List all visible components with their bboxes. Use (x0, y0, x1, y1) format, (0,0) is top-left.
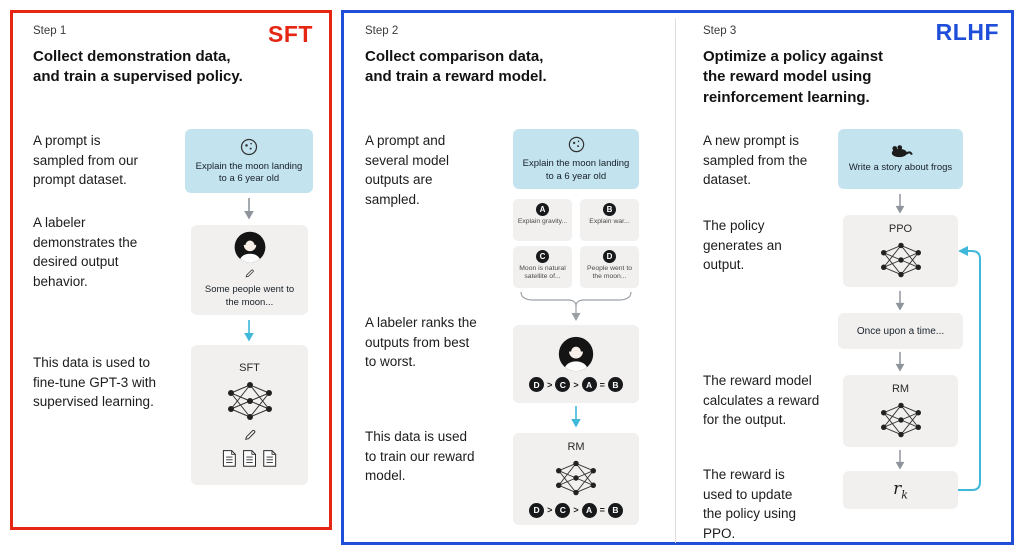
step2-title: Collect comparison data, and train a rew… (365, 48, 547, 86)
down-arrow-icon (895, 290, 905, 311)
frog-icon (891, 145, 913, 158)
reward-value: rk (893, 479, 908, 501)
neural-network-icon (227, 381, 272, 420)
step2-rm-model-box: RM D > C > A = B (513, 433, 639, 525)
step3-output-box: Once upon a time... (838, 313, 963, 349)
reward-subscript: k (901, 488, 908, 502)
rank-separator: > (573, 505, 579, 515)
neural-network-icon (556, 460, 596, 495)
merge-brace-icon (520, 291, 632, 321)
rank-letter: D (529, 502, 545, 518)
step2-step3-divider (675, 18, 676, 543)
step1-paragraph-finetune: This data is used to fine-tune GPT-3 wit… (33, 355, 157, 410)
panel-step1: Step 1 SFT Collect demonstration data, a… (10, 10, 332, 530)
step1-paragraph-labeler: A labeler demonstrates the desired outpu… (33, 215, 138, 289)
panel-steps2-3: Step 2 Collect comparison data, and trai… (341, 10, 1014, 545)
output-text: Moon is natural satellite of... (519, 265, 566, 281)
step3-paragraph-rewardcalc: The reward model calculates a reward for… (703, 373, 820, 428)
down-arrow-cyan-icon (244, 320, 254, 342)
step1-title: Collect demonstration data, and train a … (33, 48, 243, 86)
step3-paragraph-newprompt: A new prompt is sampled from the dataset… (703, 133, 808, 188)
rm-ranking: D > C > A = B (529, 502, 623, 518)
output-text: People went to the moon... (587, 265, 632, 281)
pencil-icon (245, 269, 254, 278)
step2-output-c: C Moon is natural satellite of... (513, 246, 572, 288)
step2-output-b: B Explain war... (580, 199, 639, 241)
down-arrow-icon (895, 351, 905, 372)
rank-letter: B (607, 377, 623, 392)
step3-rm-label: RM (891, 382, 910, 395)
rank-letter: A (581, 502, 597, 518)
step1-labeler-box: Some people went to the moon... (191, 225, 308, 315)
step1-model-label: SFT (239, 361, 260, 374)
rank-letter: B (607, 502, 623, 518)
documents-icon (222, 449, 276, 467)
step3-policy-label: PPO (888, 222, 913, 235)
rank-letter: C (555, 377, 571, 392)
step1-paragraph-prompt: A prompt is sampled from our prompt data… (33, 133, 139, 188)
step2-model-label: RM (567, 440, 585, 453)
rank-separator: > (547, 379, 553, 390)
rank-letter: C (555, 502, 571, 518)
output-text: Explain war... (589, 218, 630, 225)
step1-label: Step 1 (33, 25, 67, 37)
step3-rm-model-box: RM (843, 375, 958, 447)
step3-title: Optimize a policy against the reward mod… (703, 48, 884, 106)
output-letter-badge: D (603, 250, 616, 263)
step2-paragraph-train: This data is used to train our reward mo… (365, 429, 475, 484)
down-arrow-icon (895, 193, 905, 214)
step3-label: Step 3 (703, 25, 737, 37)
step3-prompt-text: Write a story about frogs (848, 162, 953, 174)
output-letter-badge: A (536, 203, 549, 216)
rank-separator: = (599, 379, 605, 390)
pencil-icon (244, 429, 255, 440)
labeler-ranking: D > C > A = B (529, 377, 623, 392)
step2-prompt-box: Explain the moon landing to a 6 year old (513, 129, 639, 189)
sft-badge: SFT (268, 21, 313, 47)
step3-prompt-box: Write a story about frogs (838, 129, 963, 189)
step3-paragraph-update: The reward is used to update the policy … (703, 467, 797, 541)
step2-paragraph-ranks: A labeler ranks the outputs from best to… (365, 315, 477, 370)
step1-demo-output-text: Some people went to the moon... (204, 284, 295, 308)
output-letter-badge: C (536, 250, 549, 263)
rank-separator: > (573, 379, 579, 390)
down-arrow-icon (244, 198, 254, 220)
neural-network-icon (880, 402, 921, 437)
step3-ppo-policy-box: PPO (843, 215, 958, 287)
rank-separator: = (599, 505, 605, 515)
rank-letter: D (529, 377, 545, 392)
step2-output-d: D People went to the moon... (580, 246, 639, 288)
reward-symbol: r (893, 478, 902, 499)
step2-prompt-text: Explain the moon landing to a 6 year old (522, 158, 630, 182)
step2-label: Step 2 (365, 25, 399, 37)
labeler-avatar-icon (558, 336, 594, 372)
output-text: Explain gravity... (517, 218, 568, 225)
step1-prompt-box: Explain the moon landing to a 6 year old (185, 129, 313, 193)
step1-sft-model-box: SFT (191, 345, 308, 485)
step3-paragraph-policy: The policy generates an output. (703, 218, 782, 273)
step2-paragraph-sampled: A prompt and several model outputs are s… (365, 133, 450, 207)
feedback-loop-arrow-icon (958, 246, 981, 491)
neural-network-icon (880, 242, 921, 277)
step2-labeler-box: D > C > A = B (513, 325, 639, 403)
down-arrow-cyan-icon (571, 406, 581, 428)
rlhf-badge: RLHF (935, 19, 999, 45)
output-letter-badge: B (603, 203, 616, 216)
step2-output-a: A Explain gravity... (513, 199, 572, 241)
rank-letter: A (581, 377, 597, 392)
step3-reward-box: rk (843, 471, 958, 509)
step1-prompt-text: Explain the moon landing to a 6 year old (195, 160, 303, 184)
moon-icon (240, 138, 258, 155)
rank-separator: > (547, 505, 553, 515)
labeler-avatar-icon (234, 231, 265, 263)
step3-output-text: Once upon a time... (856, 325, 945, 337)
moon-icon (568, 136, 584, 153)
down-arrow-icon (895, 449, 905, 470)
